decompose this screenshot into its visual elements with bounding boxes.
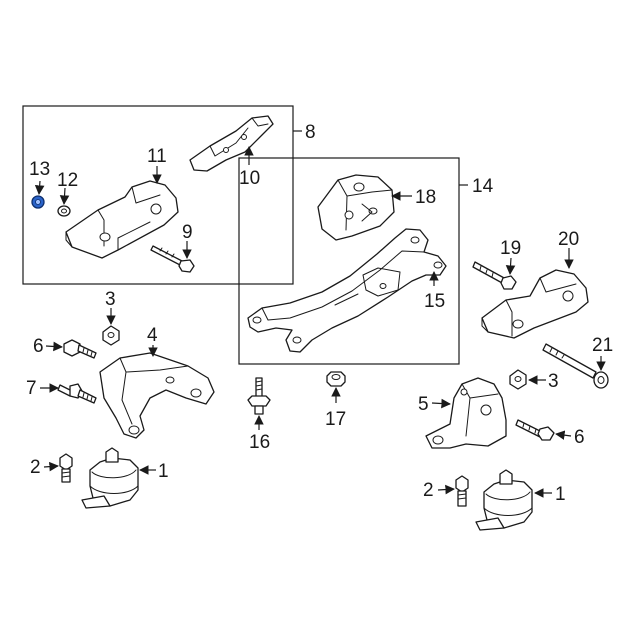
part-18-mount[interactable] [317,174,395,241]
callout-10: 10 [239,168,260,189]
group-box-14 [238,157,460,365]
part-13-nut[interactable] [31,195,45,209]
part-2-bolt-right[interactable] [455,475,469,507]
leader-2-right [437,484,455,495]
part-6-bolt-right[interactable] [515,419,555,441]
leader-2-left [43,461,59,472]
callout-1-right: 1 [555,484,566,505]
callout-20: 20 [558,229,579,250]
callout-14: 14 [472,176,494,197]
part-9-bolt[interactable] [150,245,195,273]
callout-4-left: 4 [147,325,158,346]
part-20-mount[interactable] [481,269,589,339]
callout-15: 15 [424,291,445,312]
callout-3-right: 3 [548,371,559,392]
callout-16: 16 [249,432,270,453]
callout-7-left: 7 [26,378,37,399]
leader-6-right [555,430,572,440]
callout-6-left: 6 [33,336,44,357]
part-16-stud[interactable] [247,377,271,415]
leader-5-right [431,398,451,409]
part-15-crossmember[interactable] [247,228,447,353]
group-box-8 [22,105,294,285]
leader-12 [59,187,70,205]
part-3-nut-left[interactable] [102,325,120,346]
part-2-bolt-left[interactable] [59,453,73,483]
part-12-washer[interactable] [57,205,71,217]
callout-5-right: 5 [418,394,429,415]
part-7-stud-left[interactable] [57,383,97,404]
callout-2-left: 2 [30,457,41,478]
leader-13 [34,180,45,195]
part-11-transmission-mount[interactable] [65,180,179,259]
callout-3-left: 3 [105,289,116,310]
part-4-bracket-left[interactable] [99,352,215,439]
callout-17: 17 [325,409,346,430]
callout-2-right: 2 [423,480,434,501]
part-10-bracket[interactable] [189,115,274,172]
callout-19: 19 [500,238,521,259]
callout-8: 8 [305,122,316,143]
part-19-bolt[interactable] [472,261,517,290]
leader-19 [505,257,516,275]
part-1-engine-mount-right[interactable] [475,469,533,531]
callout-12: 12 [57,170,78,191]
part-6-bolt-left[interactable] [63,339,97,359]
callout-9: 9 [182,222,193,243]
part-3-nut-right[interactable] [509,369,527,390]
callout-21: 21 [592,335,613,356]
part-17-nut[interactable] [326,371,346,387]
callout-18: 18 [415,187,436,208]
callout-6-right: 6 [574,427,585,448]
leader-6-left [45,341,63,352]
callout-11: 11 [147,146,167,167]
part-1-engine-mount-left[interactable] [81,447,139,509]
callout-1-left: 1 [158,461,169,482]
callout-13: 13 [29,159,50,180]
part-5-bracket-right[interactable] [425,377,507,449]
part-21-bolt[interactable] [542,343,609,389]
